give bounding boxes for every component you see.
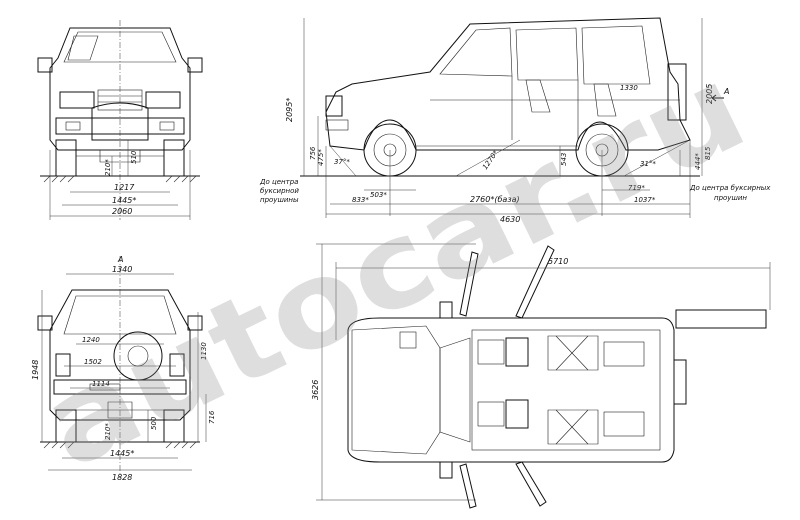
tow-note-left-1: До центра: [259, 178, 298, 186]
dim-side-1037: 1037*: [634, 196, 656, 204]
dim-angle-front: 37°*: [334, 158, 350, 166]
dim-front-outer: 1445*: [112, 196, 136, 205]
dim-side-756: 756: [309, 146, 317, 160]
top-view: 5710 3626: [311, 243, 771, 509]
tow-note-left-2: буксирной: [260, 187, 299, 195]
dim-rear-1130: 1130: [200, 342, 208, 360]
dim-side-503: 503*: [370, 191, 387, 199]
front-view: 1217 1445* 2060 210* 510: [37, 20, 203, 220]
dim-side-444: 444*: [694, 153, 702, 170]
tow-note-right-1: До центра буксирных: [689, 184, 771, 192]
dim-side-total: 4630: [500, 215, 520, 224]
dim-top-length: 5710: [548, 257, 568, 266]
dim-side-1330: 1330: [620, 84, 638, 92]
watermark: autocar.ru: [22, 38, 766, 495]
dim-rear-1240: 1240: [82, 336, 100, 344]
dim-top-width: 3626: [311, 380, 320, 400]
dim-side-height-left: 2095*: [285, 98, 294, 122]
dim-rear-1502: 1502: [84, 358, 102, 366]
label-view-a: A: [723, 87, 729, 96]
dim-front-track: 1217: [114, 183, 135, 192]
dim-rear-clearance: 210*: [104, 423, 112, 440]
dim-front-clearance: 210*: [104, 159, 112, 176]
dim-front-total: 2060: [112, 207, 132, 216]
dim-side-719: 719*: [628, 184, 645, 192]
dim-rear-500: 500: [150, 416, 158, 430]
tow-note-left-3: проушины: [260, 196, 299, 204]
dim-rear-total: 1828: [112, 473, 132, 482]
dim-side-815: 815: [704, 146, 712, 160]
dim-side-475: 475*: [317, 149, 325, 166]
label-rear-a: A: [117, 255, 123, 264]
dim-rear-height: 1948: [31, 360, 40, 380]
dim-side-543: 543: [560, 153, 568, 166]
dim-rear-716: 716: [208, 410, 216, 424]
rear-view: A 1340 1240 1502 1114 1948 1130 716 500 …: [31, 255, 216, 482]
dim-rear-outer: 1445*: [110, 449, 134, 458]
dim-side-2005: 2005: [705, 84, 714, 104]
dim-rear-1114: 1114: [92, 380, 110, 388]
dim-front-wheel: 510: [130, 150, 138, 164]
dim-side-base: 2760*(база): [470, 195, 520, 204]
tow-note-right-2: проушин: [714, 194, 747, 202]
dim-rear-top: 1340: [112, 265, 132, 274]
dim-side-833: 833*: [352, 196, 369, 204]
dim-angle-rear: 31°*: [640, 160, 656, 168]
